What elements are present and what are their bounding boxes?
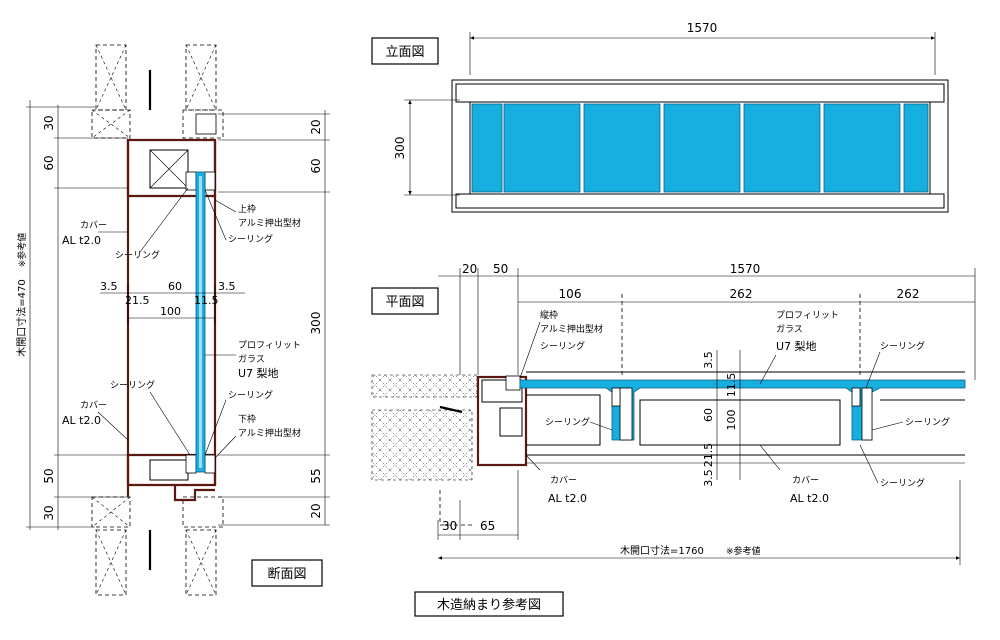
- dim-right-20a: 20: [309, 119, 323, 134]
- label-sealing-2: シーリング: [228, 233, 273, 245]
- elevation-height-dim: 300: [393, 137, 407, 160]
- plan-dim-262b: 262: [897, 287, 920, 301]
- dim-mid-3-5b: 3.5: [218, 280, 236, 293]
- plan-vdim-11-5: 11.5: [725, 373, 738, 398]
- main-title-box: [414, 591, 564, 617]
- label-sealing-1: シーリング: [115, 249, 160, 261]
- section-dims-left: 30 60 50 30 木開口寸法=470 ※参考値: [15, 100, 128, 530]
- elevation-outer-frame: [451, 79, 949, 213]
- label-sealing-3: シーリング: [228, 389, 273, 401]
- plan-label-jamb-al: アルミ押出型材: [540, 323, 603, 335]
- stud-bottom-left: [95, 529, 127, 596]
- plan-stud: [371, 409, 473, 481]
- plan-label-cover2: カバー: [792, 475, 819, 486]
- plan-label-profilit: プロフィリット: [776, 310, 839, 321]
- dim-mid-11-5: 11.5: [194, 294, 219, 307]
- plan-title: 平面図: [385, 295, 424, 310]
- plan-label-glass: ガラス: [776, 324, 803, 335]
- label-cover-bottom: カバー: [80, 400, 107, 411]
- plan-dim-30: 30: [442, 519, 457, 533]
- plan-dim-20: 20: [462, 262, 477, 276]
- section-title-box: [251, 559, 323, 587]
- label-u7: U7 梨地: [238, 366, 279, 380]
- section-opening-label: 木開口寸法=470: [15, 279, 28, 356]
- plan-vdim-100: 100: [725, 410, 738, 431]
- stud-top-right: [185, 44, 217, 111]
- sill-timber: [91, 496, 131, 528]
- dim-left-30b: 30: [42, 505, 56, 520]
- label-lower-frame-al: アルミ押出型材: [238, 427, 301, 439]
- plan-dims-vertical: 3.5 11.5 60 100 21.5 3.5: [702, 350, 741, 487]
- plan-label-sealing-right: シーリング: [880, 340, 925, 352]
- plan-vdim-3-5b: 3.5: [702, 469, 715, 487]
- plan-dim-65: 65: [480, 519, 495, 533]
- plan-label-u7: U7 梨地: [776, 339, 817, 353]
- dim-left-30a: 30: [42, 115, 56, 130]
- plan-wall: [371, 374, 478, 398]
- dim-mid-60: 60: [168, 280, 182, 293]
- plan-seal-corner: [505, 375, 521, 391]
- upper-frame-hollow: [149, 149, 189, 189]
- label-cover-top-al: AL t2.0: [62, 234, 101, 247]
- main-title: 木造納まり参考図: [437, 597, 541, 613]
- section-dims-right: 20 60 300 55 20: [218, 110, 330, 526]
- label-glass: ガラス: [238, 354, 265, 365]
- plan-view: 平面図 20 50 1570 106 262 262: [371, 262, 976, 565]
- plan-opening-label: 木開口寸法=1760: [620, 544, 704, 557]
- plan-label-sealing-3: シーリング: [905, 416, 950, 428]
- plan-label-cover-al: AL t2.0: [548, 492, 587, 505]
- dim-right-20b: 20: [309, 503, 323, 518]
- label-upper-frame: 上枠: [238, 203, 256, 215]
- plan-profilit-glass: [519, 379, 966, 441]
- plan-label-cover2-al: AL t2.0: [790, 492, 829, 505]
- plan-title-box: [371, 287, 439, 315]
- section-title: 断面図: [267, 567, 306, 582]
- plan-dim-1570: 1570: [730, 262, 761, 276]
- elevation-title-box: [371, 37, 439, 65]
- label-profilit: プロフィリット: [238, 340, 301, 351]
- plan-vdim-3-5a: 3.5: [702, 351, 715, 369]
- dim-right-300: 300: [309, 312, 323, 335]
- dim-left-50: 50: [42, 468, 56, 483]
- elevation-view: 立面図 1570 300: [371, 21, 949, 213]
- label-sealing-4: シーリング: [110, 379, 155, 391]
- dim-mid-3-5a: 3.5: [100, 280, 118, 293]
- stud-bottom-right: [185, 529, 217, 596]
- plan-dim-262a: 262: [730, 287, 753, 301]
- section-mid-dims: 3.5 21.5 60 11.5 3.5 100: [100, 280, 245, 325]
- plan-ref-note: ※参考値: [726, 545, 761, 557]
- stud-top-left: [95, 44, 127, 111]
- label-cover-top: カバー: [80, 220, 107, 231]
- sealing-block: [185, 171, 197, 191]
- plan-jamb-frame: [476, 375, 528, 467]
- screw-icon: [439, 405, 463, 414]
- plan-vdim-60: 60: [702, 408, 715, 422]
- elevation-width-dim: 1570: [687, 21, 718, 35]
- label-cover-bottom-al: AL t2.0: [62, 414, 101, 427]
- plan-label-sealing-2: シーリング: [545, 416, 590, 428]
- section-view: 20 60 300 55 20 30 60 50 30 木開口寸法=470 ※参…: [15, 44, 330, 596]
- elevation-title: 立面図: [385, 45, 424, 60]
- label-upper-frame-al: アルミ押出型材: [238, 217, 301, 229]
- section-ref-note: ※参考値: [16, 233, 28, 268]
- plan-labels: 縦枠 アルミ押出型材 シーリング プロフィリット ガラス U7 梨地 シーリング…: [519, 309, 950, 505]
- dim-mid-21-5: 21.5: [125, 294, 150, 307]
- plan-dim-50: 50: [493, 262, 508, 276]
- plan-vdim-21-5: 21.5: [702, 443, 715, 468]
- elevation-glass-panels: [471, 103, 929, 193]
- dim-right-60: 60: [309, 158, 323, 173]
- dim-mid-100: 100: [160, 305, 181, 318]
- plan-label-sealing-4: シーリング: [880, 477, 925, 489]
- label-lower-frame: 下枠: [238, 413, 256, 425]
- plan-label-sealing-1: シーリング: [540, 340, 585, 352]
- dim-left-60: 60: [42, 155, 56, 170]
- plan-dim-106: 106: [559, 287, 582, 301]
- plan-label-jamb: 縦枠: [540, 309, 558, 321]
- section-labels: カバー AL t2.0 シーリング 上枠 アルミ押出型材 シーリング プロフィリ…: [62, 187, 301, 459]
- plan-label-cover: カバー: [550, 475, 577, 486]
- dim-right-55: 55: [309, 468, 323, 483]
